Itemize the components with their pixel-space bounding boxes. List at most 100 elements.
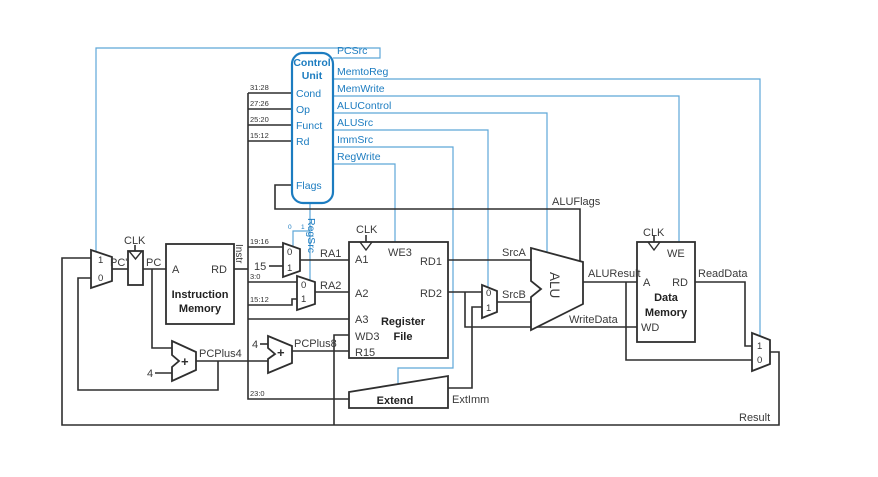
bits-31-28: 31:28 <box>250 83 269 92</box>
wire-alusrc <box>333 129 489 287</box>
bits-25-20: 25:20 <box>250 115 269 124</box>
wire-immsrc <box>333 146 454 384</box>
wire-memwrite <box>333 95 680 242</box>
signal-memwrite: MemWrite <box>337 83 385 95</box>
adder1-const4-label: 4 <box>147 368 153 380</box>
srca-label: SrcA <box>502 247 527 259</box>
srcb-mux-0: 0 <box>486 288 491 299</box>
result-mux <box>751 331 771 373</box>
ra1-mux-0: 0 <box>287 247 292 258</box>
imem-title-1: Instruction <box>172 289 229 301</box>
signal-alusrc: ALUSrc <box>337 117 373 129</box>
wire-pc-to-adder <box>151 269 172 349</box>
wire-regwrite <box>333 163 396 242</box>
pc-register <box>127 250 144 286</box>
wire-tap-15-12 <box>248 298 297 306</box>
control-port-rd: Rd <box>296 136 310 148</box>
ra1-mux-1: 1 <box>287 263 292 274</box>
regfile-port-a3: A3 <box>355 314 368 326</box>
writedata-label: WriteData <box>569 314 619 326</box>
data-memory-box <box>636 241 696 343</box>
srcb-label: SrcB <box>502 289 526 301</box>
pcplus8-adder <box>267 334 293 375</box>
wire-aluflags <box>274 184 581 261</box>
ra1-label: RA1 <box>320 248 341 260</box>
signal-immsrc: ImmSrc <box>337 134 373 146</box>
clock-wedge-dmem <box>647 241 661 252</box>
pcplus4-label: PCPlus4 <box>199 348 242 360</box>
readdata-label: ReadData <box>698 268 748 280</box>
bits-27-26: 27:26 <box>250 99 269 108</box>
wire-regsrc <box>292 203 311 280</box>
adder1-plus: + <box>181 354 189 369</box>
bits-15-12-cu: 15:12 <box>250 131 269 140</box>
adder2-plus: + <box>277 345 285 360</box>
ra2-mux-0: 0 <box>301 280 306 291</box>
instruction-memory-box <box>165 243 235 325</box>
wire-alucontrol <box>333 112 548 252</box>
dmem-port-rd: RD <box>672 277 688 289</box>
regfile-port-we3: WE3 <box>388 247 412 259</box>
wire-instr-bus <box>247 93 349 400</box>
regsrc-bit-0: 0 <box>288 224 292 231</box>
instr-label: Instr <box>233 244 244 264</box>
control-port-op: Op <box>296 104 310 116</box>
regfile-title-2: File <box>394 331 413 343</box>
regfile-port-r15: R15 <box>355 347 375 359</box>
imem-title-2: Memory <box>179 303 222 315</box>
ra2-mux-1: 1 <box>301 294 306 305</box>
extend-shape <box>348 374 449 409</box>
signal-regwrite: RegWrite <box>337 151 381 163</box>
clock-wedge-pc <box>128 250 143 261</box>
regfile-port-rd2: RD2 <box>420 288 442 300</box>
const-15-label: 15 <box>254 261 266 273</box>
control-unit-title-2: Unit <box>302 70 323 82</box>
pc-mux <box>90 248 113 290</box>
bits-3-0: 3:0 <box>250 272 260 281</box>
dmem-title-1: Data <box>654 292 679 304</box>
wire-aluresult-branch <box>625 282 752 361</box>
wire-extimm <box>448 306 482 389</box>
regsrc-bit-1: 1 <box>301 224 305 231</box>
dmem-port-a: A <box>643 277 651 289</box>
alu-label: ALU <box>547 272 562 298</box>
wire-memtoreg <box>333 78 761 336</box>
extimm-label: ExtImm <box>452 394 489 406</box>
signal-alucontrol: ALUControl <box>337 100 391 112</box>
pc-mux-0: 0 <box>98 273 103 284</box>
regfile-port-a1: A1 <box>355 254 368 266</box>
regfile-port-wd3: WD3 <box>355 331 379 343</box>
clk-label-dmem: CLK <box>643 227 665 239</box>
pcplus8-label: PCPlus8 <box>294 338 337 350</box>
clock-wedge-regfile <box>359 241 373 252</box>
control-unit-title-1: Control <box>293 57 330 69</box>
ra2-mux <box>296 274 316 312</box>
srcb-mux <box>481 283 498 320</box>
imem-port-rd: RD <box>211 264 227 276</box>
result-label: Result <box>739 412 770 424</box>
regfile-port-rd1: RD1 <box>420 256 442 268</box>
clk-label-regfile: CLK <box>356 224 378 236</box>
pc-mux-1: 1 <box>98 255 103 266</box>
adder2-const4-label: 4 <box>252 339 258 351</box>
ra2-label: RA2 <box>320 280 341 292</box>
register-file-box <box>348 241 449 359</box>
clk-label-pc: CLK <box>124 235 146 247</box>
bits-15-12-rf: 15:12 <box>250 295 269 304</box>
aluresult-label: ALUResult <box>588 268 641 280</box>
dmem-port-we: WE <box>667 248 685 260</box>
imem-port-a: A <box>172 264 180 276</box>
result-mux-1: 1 <box>757 341 762 352</box>
signal-regsrc: RegSrc <box>305 218 317 253</box>
wire-pcsrc <box>95 47 381 251</box>
dmem-title-2: Memory <box>645 307 688 319</box>
aluflags-label: ALUFlags <box>552 196 601 208</box>
wire-readdata <box>695 281 752 347</box>
control-unit-box <box>290 51 335 205</box>
regfile-title-1: Register <box>381 316 426 328</box>
dmem-port-wd: WD <box>641 322 659 334</box>
wire-writedata <box>464 292 637 328</box>
signal-pcsrc: PCSrc <box>337 45 367 57</box>
